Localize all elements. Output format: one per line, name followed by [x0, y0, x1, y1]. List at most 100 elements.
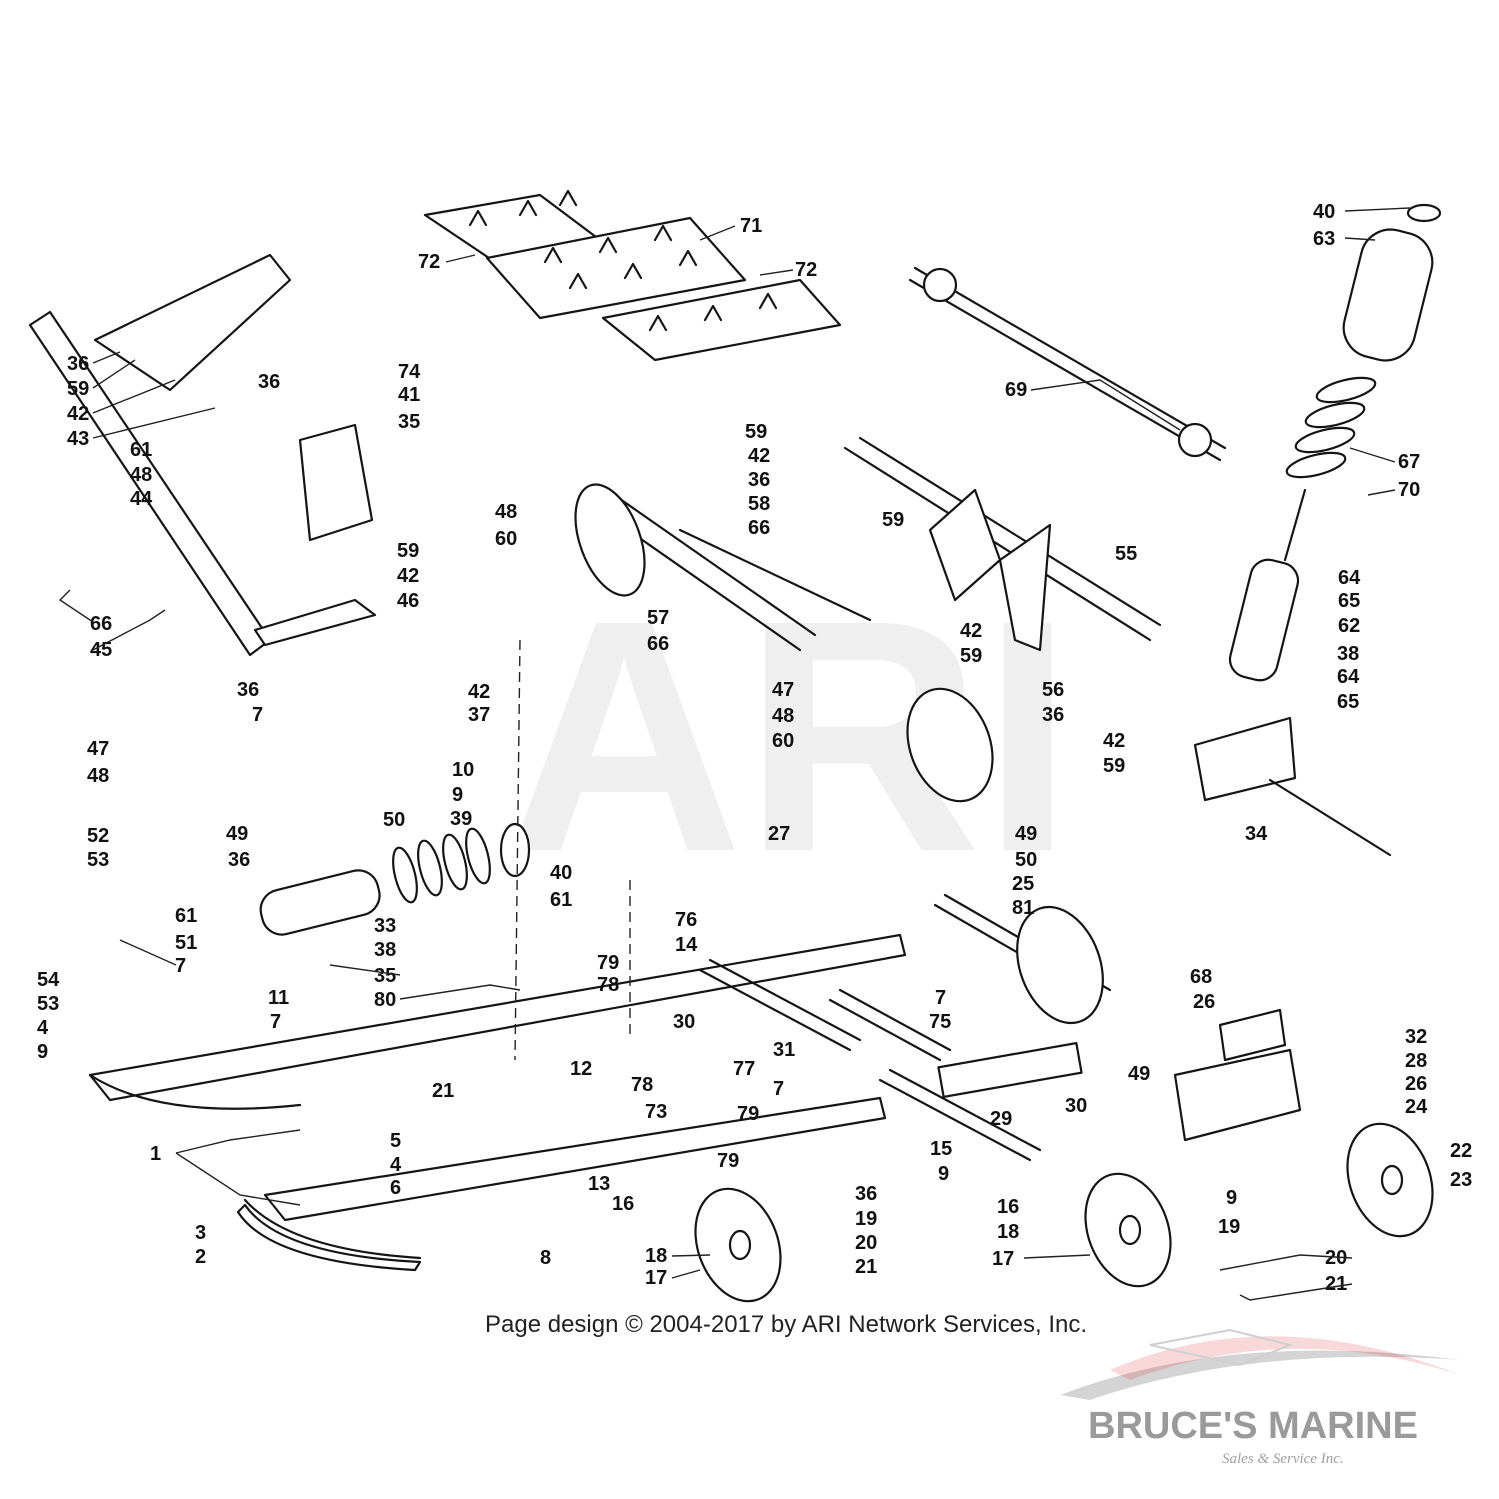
callout-label: 15: [930, 1138, 952, 1160]
callout-label: 19: [855, 1208, 877, 1230]
callout-label: 42: [397, 565, 419, 587]
callout-label: 39: [450, 808, 472, 830]
callout-label: 78: [597, 974, 619, 996]
callout-label: 3: [195, 1222, 206, 1244]
callout-label: 17: [992, 1248, 1014, 1270]
callout-label: 48: [772, 705, 794, 727]
callout-label: 38: [374, 939, 396, 961]
callout-label: 72: [795, 259, 817, 281]
callout-label: 31: [773, 1039, 795, 1061]
rear-bracket: [1173, 1008, 1302, 1142]
callout-label: 14: [675, 934, 698, 956]
callout-label: 24: [1405, 1096, 1428, 1118]
callout-label: 35: [374, 965, 396, 987]
callout-label: 50: [1015, 849, 1037, 871]
center-shaft-assembly: [574, 483, 994, 803]
callout-label: 20: [855, 1232, 877, 1254]
front-shock: [259, 822, 531, 936]
callout-label: 36: [258, 371, 280, 393]
callout-label: 16: [997, 1196, 1019, 1218]
callout-label: 40: [550, 862, 572, 884]
callout-label: 55: [1115, 543, 1137, 565]
parts-group: [28, 189, 1442, 1303]
callout-label: 56: [1042, 679, 1064, 701]
callout-label: 60: [772, 730, 794, 752]
callout-label: 77: [733, 1058, 755, 1080]
logo-swoosh-gray: [1060, 1350, 1460, 1400]
callout-label: 6: [390, 1177, 401, 1199]
callout-label: 36: [855, 1183, 877, 1205]
callout-label: 36: [228, 849, 250, 871]
callout-label: 18: [997, 1221, 1019, 1243]
callout-label: 75: [929, 1011, 951, 1033]
rear-shock: [1228, 203, 1442, 682]
callout-label: 34: [1245, 823, 1268, 845]
rear-axle: [933, 893, 1112, 1025]
callout-label: 10: [452, 759, 474, 781]
front-arm-assembly: [28, 253, 377, 657]
callout-label: 7: [773, 1078, 784, 1100]
callout-label: 58: [748, 493, 770, 515]
callout-label: 7: [252, 704, 263, 726]
callout-label: 41: [398, 384, 420, 406]
brand-name: BRUCE'S MARINE: [1088, 1405, 1418, 1447]
callout-label: 30: [673, 1011, 695, 1033]
callout-label: 61: [175, 905, 197, 927]
callout-label: 70: [1398, 479, 1420, 501]
rear-idler-shaft: [908, 266, 1227, 462]
callout-label: 47: [772, 679, 794, 701]
callout-label: 60: [495, 528, 517, 550]
callout-label: 66: [647, 633, 669, 655]
callout-label: 78: [631, 1074, 653, 1096]
callout-label: 28: [1405, 1050, 1427, 1072]
callout-label: 44: [130, 488, 153, 510]
callout-label: 21: [855, 1256, 877, 1278]
callout-label: 50: [383, 809, 405, 831]
callout-label: 7: [175, 955, 186, 977]
callout-label: 79: [717, 1150, 739, 1172]
callout-label: 37: [468, 704, 490, 726]
callout-label: 79: [597, 952, 619, 974]
callout-label: 11: [268, 987, 289, 1009]
callout-label: 25: [1012, 873, 1034, 895]
callout-label: 9: [37, 1041, 48, 1063]
callout-label: 19: [1218, 1216, 1240, 1238]
callout-label: 65: [1338, 590, 1360, 612]
callout-label: 63: [1313, 228, 1335, 250]
callout-label: 53: [87, 849, 109, 871]
callout-label: 32: [1405, 1026, 1427, 1048]
callout-label: 79: [737, 1103, 759, 1125]
callout-label: 36: [237, 679, 259, 701]
callout-label: 48: [495, 501, 517, 523]
callout-label: 53: [37, 993, 59, 1015]
callout-label: 69: [1005, 379, 1027, 401]
callout-label: 33: [374, 915, 396, 937]
callout-label: 62: [1338, 615, 1360, 637]
callout-label: 22: [1450, 1140, 1472, 1162]
callout-label: 23: [1450, 1169, 1472, 1191]
callout-label: 59: [397, 540, 419, 562]
callout-label: 42: [468, 681, 490, 703]
callout-label: 18: [645, 1245, 667, 1267]
callout-label: 54: [37, 969, 60, 991]
track-cleats: [423, 189, 842, 362]
callout-label: 1: [150, 1143, 161, 1165]
logo-boat-outline: [1149, 1328, 1294, 1367]
callout-label: 49: [226, 823, 248, 845]
callout-label: 36: [1042, 704, 1064, 726]
bolt-assembly: [1193, 716, 1392, 857]
callout-label: 47: [87, 738, 109, 760]
logo-swoosh-red: [1110, 1336, 1460, 1380]
brand-logo: BRUCE'S MARINE Sales & Service Inc.: [1060, 1328, 1460, 1467]
callout-label: 66: [90, 613, 112, 635]
callout-label: 26: [1193, 991, 1215, 1013]
callout-label: 68: [1190, 966, 1212, 988]
callout-label: 21: [432, 1080, 454, 1102]
callout-label: 4: [37, 1017, 49, 1039]
callout-label: 59: [67, 378, 89, 400]
callout-label: 76: [675, 909, 697, 931]
callout-label: 64: [1338, 567, 1361, 589]
callout-label: 13: [588, 1173, 610, 1195]
callout-label: 61: [550, 889, 572, 911]
